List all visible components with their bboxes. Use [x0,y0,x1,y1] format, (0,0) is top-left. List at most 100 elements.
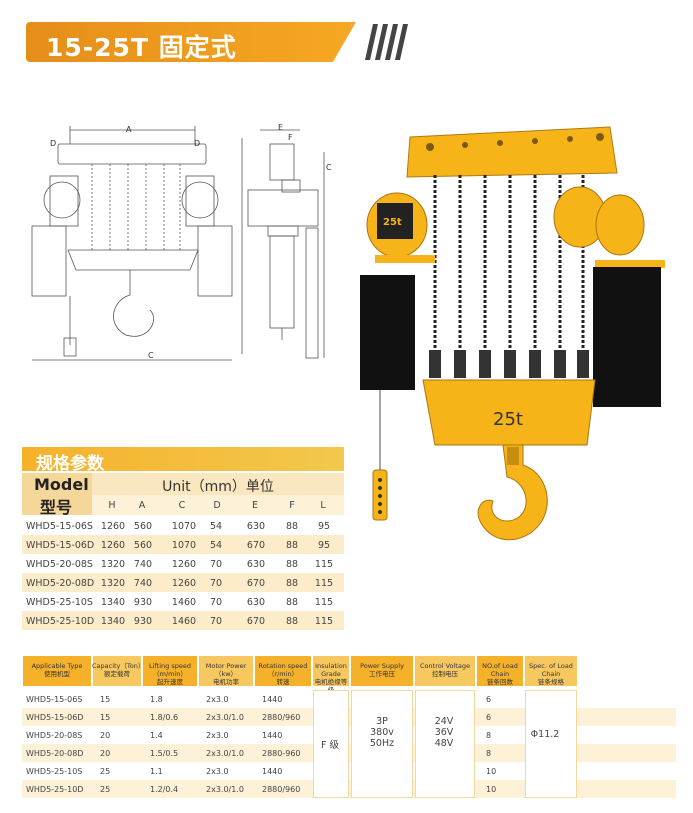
model-header-cn: 型号 [40,498,73,517]
spec-row-value: 88 [285,521,299,532]
tech-cell-rotation: 1440 [262,767,283,776]
merged-cell-frame [525,690,577,798]
tech-header-bg [477,656,523,686]
hoist-product-image: 25t 25t [360,126,665,541]
spec-row-value: 1320 [100,578,126,589]
tech-cell-rotation: 1440 [262,731,283,740]
spec-row-value: 560 [133,540,153,551]
spec-row-value: 1070 [171,540,197,551]
spec-row-value: 95 [317,521,331,532]
tech-cell-rotation: 1440 [262,695,283,704]
tech-header-bg [255,656,311,686]
tech-header-bg [415,656,475,686]
tech-cell-capacity: 25 [100,785,111,794]
merged-cell-frame [351,690,413,798]
spec-row-value: 740 [133,559,153,570]
control-voltage-line-2: 36V [434,727,454,738]
spec-row-value: 70 [209,578,223,589]
tech-cell-capacity: 15 [100,713,111,722]
tech-cell-speed: 1.8 [150,695,163,704]
tech-cell-chains: 6 [486,713,492,722]
spec-row-value: 670 [246,540,266,551]
spec-row-value: 670 [246,578,266,589]
tech-header-en: Capacity（Ton） [92,662,145,670]
tech-header-cn: 电机功率 [213,678,239,686]
tech-header-cell: Lifting speed（m/min）起升速度 [142,656,198,690]
tech-header-cn: 使用机型 [44,670,70,678]
spec-row-value: 1260 [171,559,197,570]
tech-header-en: Motor Power（kw） [205,662,247,678]
tech-header-en: Lifting speed（m/min） [149,662,191,678]
col-header-d: D [213,500,221,511]
tech-cell-speed: 1.8/0.6 [150,713,179,722]
tech-header-cn: 转速 [276,678,290,686]
tech-cell-power: 2x3.0/1.0 [206,749,244,758]
col-header-c: C [178,500,186,511]
spec-row-model: WHD5-20-08D [26,578,95,589]
control-voltage-line-1: 24V [434,716,454,727]
spec-row-value: 115 [314,597,334,608]
tech-table-row [22,780,676,798]
spec-row-value: 1340 [100,616,126,627]
spec-row-model: WHD5-15-06D [26,540,95,551]
front-view-drawing: A D D C [31,125,233,361]
spec-row-value: 1340 [100,597,126,608]
spec-row-value: 115 [314,616,334,627]
unit-header-cell: Unit（mm）单位 [92,473,344,495]
col-header-a: A [138,500,146,511]
tech-cell-speed: 1.2/0.4 [150,785,179,794]
spec-table-header-bar [22,447,344,471]
spec-row-value: 560 [133,521,153,532]
tech-table-row [22,744,676,762]
tech-header-en: Control Voltage [420,662,470,670]
spec-row-value: 1460 [171,616,197,627]
tech-header-bg [199,656,253,686]
spec-row-value: 630 [246,521,266,532]
control-voltage-line-3: 48V [434,738,454,749]
merged-cell-frame [415,690,475,798]
dim-label-a: A [126,125,132,134]
spec-row-value: 70 [209,559,223,570]
spec-row-value: 1260 [171,578,197,589]
spec-row-value: 54 [209,540,223,551]
tech-header-en: Insulation Grade [315,662,347,678]
merged-cell-frame [313,690,349,798]
tech-cell-speed: 1.1 [150,767,163,776]
tech-cell-power: 2x3.0 [206,731,229,740]
col-header-f: F [289,500,295,511]
spec-row-model: WHD5-15-06S [26,521,93,532]
model-header-en: Model [34,475,89,494]
tech-cell-type: WHD5-25-10D [26,785,84,794]
spec-row-value: 88 [285,597,299,608]
tech-header-cn: 链条回数 [487,678,513,686]
tech-header-en: Applicable Type [31,662,83,670]
tech-header-cn: 起升速度 [157,678,183,686]
power-supply-value: 3P 380v 50Hz [348,716,416,749]
tech-cell-type: WHD5-25-10S [26,767,83,776]
tech-header-en: Rotation speed（r/min） [258,662,308,678]
spec-row-value: 1070 [171,521,197,532]
spec-row-model: WHD5-25-10D [26,616,95,627]
spec-row-value: 670 [246,616,266,627]
tech-cell-type: WHD5-15-06D [26,713,84,722]
tech-cell-chains: 10 [486,785,497,794]
tech-cell-speed: 1.4 [150,731,163,740]
dim-label-d-right: D [194,139,200,148]
tech-cell-speed: 1.5/0.5 [150,749,179,758]
tech-cell-chains: 6 [486,695,492,704]
tech-cell-power: 2x3.0 [206,767,229,776]
control-voltage-value: 24V 36V 48V [412,716,476,749]
power-supply-line-3: 50Hz [369,738,395,749]
block-capacity-label: 25t [493,409,523,430]
spec-row-value: 88 [285,559,299,570]
tech-header-en: NO.of Load Chain [482,662,518,678]
spec-row-value: 95 [317,540,331,551]
col-header-l: L [320,500,326,511]
tech-cell-type: WHD5-20-08D [26,749,84,758]
